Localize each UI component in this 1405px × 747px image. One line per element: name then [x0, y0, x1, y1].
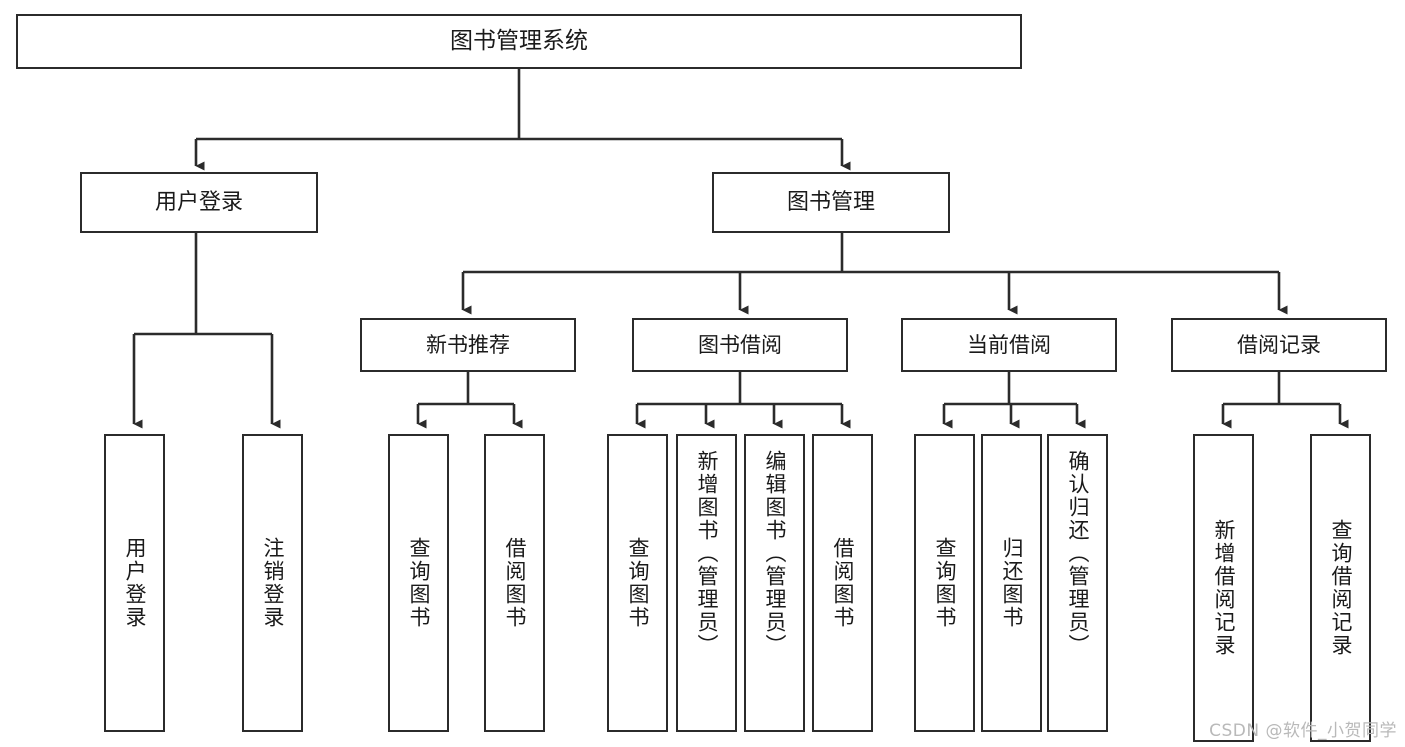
node-book-management[interactable]: 图书管理 [712, 172, 950, 233]
leaf-query-book-new-label: 查询图书 [407, 537, 432, 629]
leaf-add-borrow-record[interactable]: 新增借阅记录 [1193, 434, 1254, 742]
node-borrow-record-label: 借阅记录 [1237, 332, 1321, 357]
node-book-borrow-label: 图书借阅 [698, 332, 782, 357]
leaf-query-book-current-label: 查询图书 [933, 537, 958, 629]
leaf-borrow-book-borrow[interactable]: 借阅图书 [812, 434, 873, 732]
node-user-login[interactable]: 用户登录 [80, 172, 318, 233]
leaf-query-borrow-record[interactable]: 查询借阅记录 [1310, 434, 1371, 742]
leaf-query-book-new[interactable]: 查询图书 [388, 434, 449, 732]
leaf-logout-label: 注销登录 [261, 537, 286, 629]
leaf-add-book-admin-label: 新增图书（管理员） [695, 450, 720, 657]
leaf-add-book-admin[interactable]: 新增图书（管理员） [676, 434, 737, 732]
node-book-management-label: 图书管理 [786, 189, 875, 215]
leaf-query-book-borrow-label: 查询图书 [626, 537, 651, 629]
leaf-confirm-return-admin[interactable]: 确认归还（管理员） [1047, 434, 1108, 732]
leaf-query-borrow-record-label: 查询借阅记录 [1329, 519, 1354, 657]
node-user-login-label: 用户登录 [154, 189, 243, 215]
leaf-return-book-label: 归还图书 [1000, 537, 1025, 629]
node-root-label: 图书管理系统 [450, 27, 588, 54]
node-new-book-recommend-label: 新书推荐 [426, 332, 510, 357]
leaf-user-login[interactable]: 用户登录 [104, 434, 165, 732]
leaf-edit-book-admin[interactable]: 编辑图书（管理员） [744, 434, 805, 732]
node-root[interactable]: 图书管理系统 [16, 14, 1022, 69]
leaf-user-login-label: 用户登录 [123, 537, 148, 629]
node-new-book-recommend[interactable]: 新书推荐 [360, 318, 576, 372]
leaf-borrow-book-new-label: 借阅图书 [503, 537, 528, 629]
leaf-add-borrow-record-label: 新增借阅记录 [1212, 519, 1237, 657]
node-current-borrow-label: 当前借阅 [967, 332, 1051, 357]
leaf-query-book-current[interactable]: 查询图书 [914, 434, 975, 732]
leaf-logout[interactable]: 注销登录 [242, 434, 303, 732]
leaf-borrow-book-borrow-label: 借阅图书 [831, 537, 856, 629]
leaf-confirm-return-admin-label: 确认归还（管理员） [1066, 450, 1091, 657]
node-book-borrow[interactable]: 图书借阅 [632, 318, 848, 372]
node-borrow-record[interactable]: 借阅记录 [1171, 318, 1387, 372]
leaf-query-book-borrow[interactable]: 查询图书 [607, 434, 668, 732]
leaf-edit-book-admin-label: 编辑图书（管理员） [763, 450, 788, 657]
leaf-return-book[interactable]: 归还图书 [981, 434, 1042, 732]
leaf-borrow-book-new[interactable]: 借阅图书 [484, 434, 545, 732]
node-current-borrow[interactable]: 当前借阅 [901, 318, 1117, 372]
